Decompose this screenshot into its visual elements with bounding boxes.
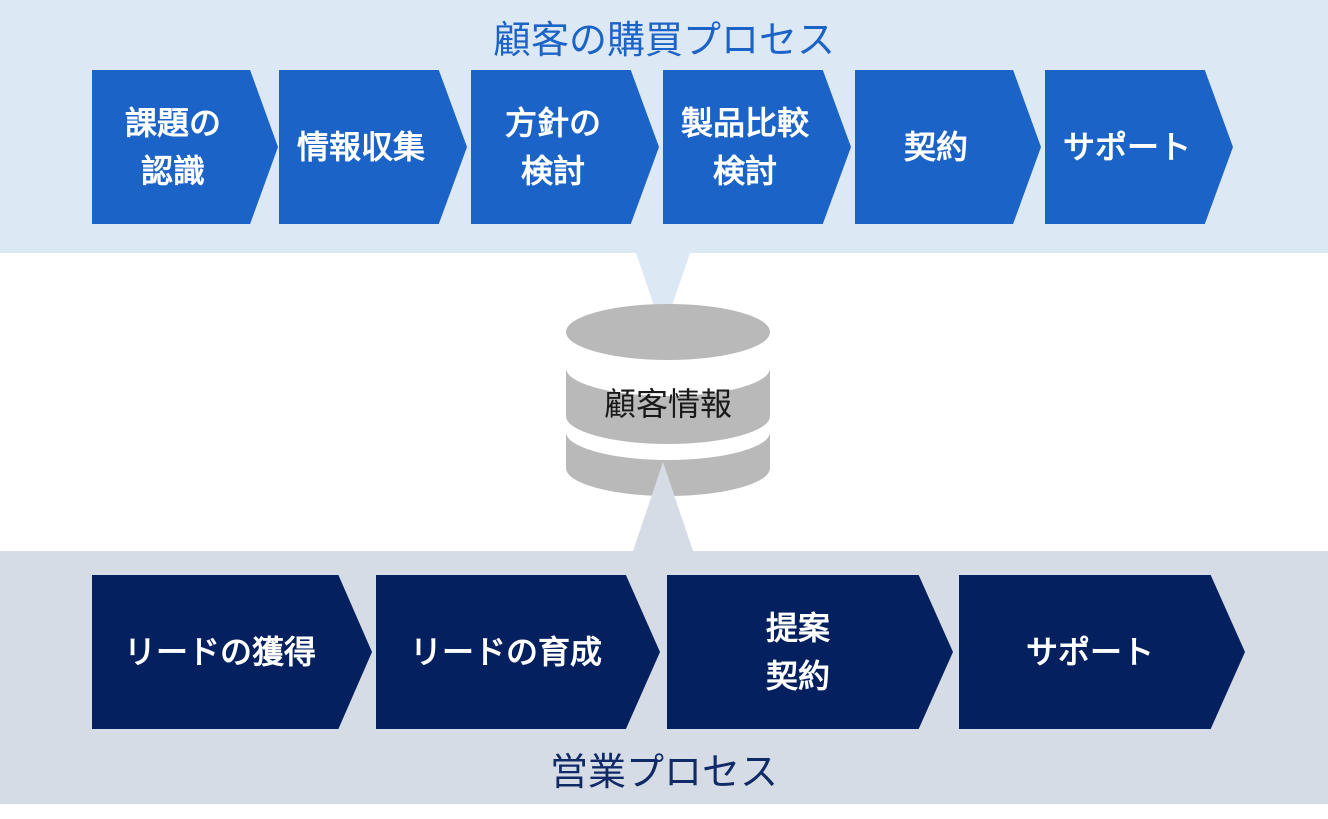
sales-step-label: 提案 契約 — [765, 609, 830, 695]
customer-callout-pointer — [636, 253, 690, 332]
sales-step-label: サポート — [1025, 633, 1154, 671]
database-bottom-segment — [566, 432, 770, 496]
database-icon — [566, 304, 770, 496]
sales-step-support: サポート — [959, 575, 1245, 729]
customer-step-support: サポート — [1045, 70, 1233, 224]
customer-process-steps: 課題の 認識 情報収集 方針の 検討 製品比較 検討 契約 サポート — [0, 70, 1328, 224]
customer-step-label: 課題の 認識 — [124, 104, 221, 190]
sales-step-lead-nurturing: リードの育成 — [376, 575, 660, 729]
customer-step-problem-recognition: 課題の 認識 — [92, 70, 278, 224]
sales-step-lead-acquisition: リードの獲得 — [92, 575, 372, 729]
customer-step-label: 製品比較 検討 — [680, 104, 809, 190]
customer-step-contract: 契約 — [855, 70, 1041, 224]
sales-callout-pointer — [633, 462, 693, 551]
database-label: 顧客情報 — [603, 385, 732, 423]
customer-step-label: 情報収集 — [296, 128, 425, 166]
customer-step-label: 方針の 検討 — [504, 104, 601, 190]
sales-process-steps: リードの獲得 リードの育成 提案 契約 サポート — [0, 575, 1328, 729]
customer-step-information-gathering: 情報収集 — [279, 70, 467, 224]
customer-step-product-comparison: 製品比較 検討 — [663, 70, 851, 224]
customer-step-policy-review: 方針の 検討 — [471, 70, 659, 224]
sales-step-label: リードの獲得 — [123, 633, 316, 671]
sales-step-label: リードの育成 — [409, 633, 602, 671]
database-middle-segment — [566, 368, 770, 444]
customer-step-label: 契約 — [903, 128, 968, 166]
customer-process-title: 顧客の購買プロセス — [492, 18, 835, 62]
sales-step-proposal-contract: 提案 契約 — [667, 575, 953, 729]
database-top-segment — [566, 304, 770, 360]
customer-step-label: サポート — [1062, 128, 1191, 166]
sales-process-title: 営業プロセス — [549, 750, 778, 794]
